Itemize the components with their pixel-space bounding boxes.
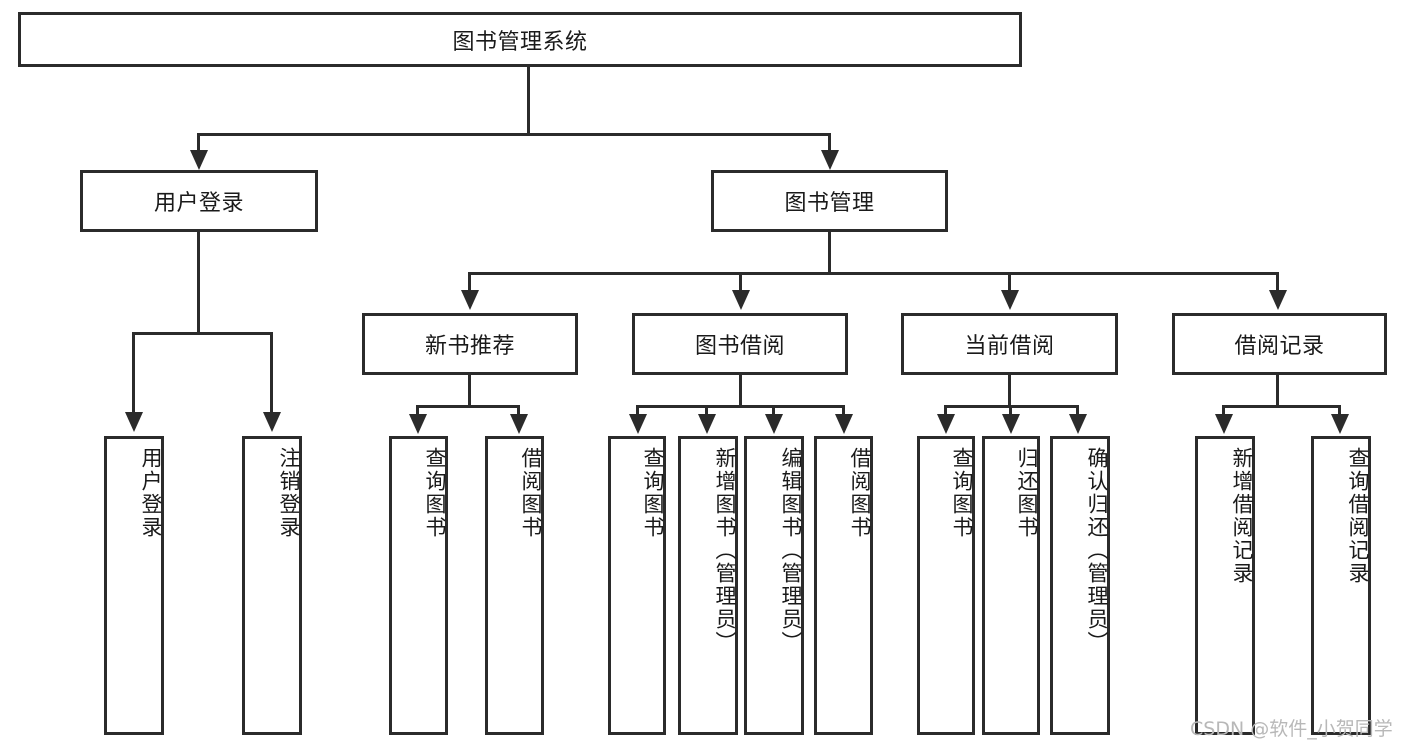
edge-br-drop-2 <box>1338 405 1341 421</box>
arrow-to-borrow-record <box>1269 290 1287 310</box>
arrow-to-edit-book <box>765 414 783 434</box>
leaf-return-book[interactable]: 归还图书 <box>982 436 1040 735</box>
edge-cb-drop-1 <box>944 405 947 421</box>
leaf-label: 注销登录 <box>277 447 301 539</box>
arrow-to-query-borrow-record <box>1331 414 1349 434</box>
edge-level3-drop-2 <box>739 272 742 294</box>
node-user-login[interactable]: 用户登录 <box>80 170 318 232</box>
edge-cb-drop-3 <box>1076 405 1079 421</box>
edge-new-book-recommend-bus <box>416 405 520 408</box>
edge-user-login-drop-2 <box>270 332 273 416</box>
arrow-to-borrow-book-a <box>510 414 528 434</box>
leaf-logout[interactable]: 注销登录 <box>242 436 302 735</box>
leaf-borrow-book-recommend[interactable]: 借阅图书 <box>485 436 544 735</box>
node-current-borrow[interactable]: 当前借阅 <box>901 313 1118 375</box>
arrow-to-add-borrow-record <box>1215 414 1233 434</box>
leaf-query-book-current[interactable]: 查询图书 <box>917 436 975 735</box>
edge-bb-drop-2 <box>705 405 708 421</box>
edge-user-login-stem <box>197 232 200 334</box>
leaf-label: 确认归还（管理员） <box>1085 447 1109 654</box>
arrow-to-book-management <box>821 150 839 170</box>
node-label: 图书借阅 <box>694 334 785 359</box>
edge-book-borrow-stem <box>739 375 742 407</box>
leaf-query-book-borrow[interactable]: 查询图书 <box>608 436 666 735</box>
edge-borrow-record-bus <box>1222 405 1341 408</box>
edge-level3-drop-1 <box>468 272 471 294</box>
edge-root-stem <box>527 67 530 135</box>
arrow-to-borrow-book-b <box>835 414 853 434</box>
edge-user-login-bus <box>132 332 273 335</box>
arrow-to-current-borrow <box>1001 290 1019 310</box>
arrow-to-query-book-c <box>937 414 955 434</box>
edge-new-book-recommend-stem <box>468 375 471 407</box>
leaf-label: 查询图书 <box>641 447 665 539</box>
arrow-to-confirm-return <box>1069 414 1087 434</box>
leaf-query-borrow-record[interactable]: 查询借阅记录 <box>1311 436 1371 735</box>
leaf-label: 编辑图书（管理员） <box>779 447 803 654</box>
leaf-add-book-admin[interactable]: 新增图书（管理员） <box>678 436 738 735</box>
node-book-management[interactable]: 图书管理 <box>711 170 948 232</box>
node-borrow-record[interactable]: 借阅记录 <box>1172 313 1387 375</box>
arrow-to-user-login <box>190 150 208 170</box>
leaf-label: 用户登录 <box>139 447 163 539</box>
leaf-label: 借阅图书 <box>519 447 543 539</box>
edge-level3-drop-3 <box>1008 272 1011 294</box>
edge-cb-drop-2 <box>1009 405 1012 421</box>
leaf-query-book-recommend[interactable]: 查询图书 <box>389 436 448 735</box>
edge-bb-drop-1 <box>636 405 639 421</box>
arrow-to-logout-leaf <box>263 412 281 432</box>
edge-level2-bus <box>197 133 831 136</box>
leaf-user-login[interactable]: 用户登录 <box>104 436 164 735</box>
node-label: 当前借阅 <box>964 334 1055 359</box>
edge-user-login-drop-1 <box>132 332 135 416</box>
arrow-to-return-book <box>1002 414 1020 434</box>
node-label: 图书管理 <box>784 191 875 216</box>
arrow-to-add-book <box>698 414 716 434</box>
arrow-to-query-book-a <box>409 414 427 434</box>
edge-bb-drop-4 <box>842 405 845 421</box>
leaf-borrow-book-borrow[interactable]: 借阅图书 <box>814 436 873 735</box>
leaf-confirm-return-admin[interactable]: 确认归还（管理员） <box>1050 436 1110 735</box>
edge-level2-drop-left <box>197 133 200 155</box>
edge-level2-drop-right <box>828 133 831 155</box>
edge-bb-drop-3 <box>772 405 775 421</box>
leaf-label: 新增图书（管理员） <box>713 447 737 654</box>
arrow-to-new-book-recommend <box>461 290 479 310</box>
leaf-label: 查询图书 <box>950 447 974 539</box>
node-book-borrow[interactable]: 图书借阅 <box>632 313 848 375</box>
node-label: 借阅记录 <box>1234 334 1325 359</box>
edge-current-borrow-stem <box>1008 375 1011 407</box>
leaf-edit-book-admin[interactable]: 编辑图书（管理员） <box>744 436 804 735</box>
leaf-label: 新增借阅记录 <box>1230 447 1254 585</box>
edge-book-borrow-bus <box>636 405 845 408</box>
csdn-watermark: CSDN @软件_小贺同学 <box>1190 718 1393 740</box>
arrow-to-user-login-leaf <box>125 412 143 432</box>
arrow-to-book-borrow <box>732 290 750 310</box>
node-label: 新书推荐 <box>424 334 515 359</box>
leaf-add-borrow-record[interactable]: 新增借阅记录 <box>1195 436 1255 735</box>
edge-borrow-record-stem <box>1276 375 1279 407</box>
node-label: 用户登录 <box>153 191 244 216</box>
node-root-book-management-system[interactable]: 图书管理系统 <box>18 12 1022 67</box>
leaf-label: 查询图书 <box>423 447 447 539</box>
edge-book-management-stem <box>828 232 831 274</box>
node-new-book-recommend[interactable]: 新书推荐 <box>362 313 578 375</box>
edge-nbr-drop-1 <box>416 405 419 421</box>
node-label: 图书管理系统 <box>452 29 588 55</box>
leaf-label: 归还图书 <box>1015 447 1039 539</box>
leaf-label: 借阅图书 <box>848 447 872 539</box>
edge-level3-bus <box>468 272 1279 275</box>
edge-level3-drop-4 <box>1276 272 1279 294</box>
edge-nbr-drop-2 <box>517 405 520 421</box>
edge-br-drop-1 <box>1222 405 1225 421</box>
leaf-label: 查询借阅记录 <box>1346 447 1370 585</box>
arrow-to-query-book-b <box>629 414 647 434</box>
